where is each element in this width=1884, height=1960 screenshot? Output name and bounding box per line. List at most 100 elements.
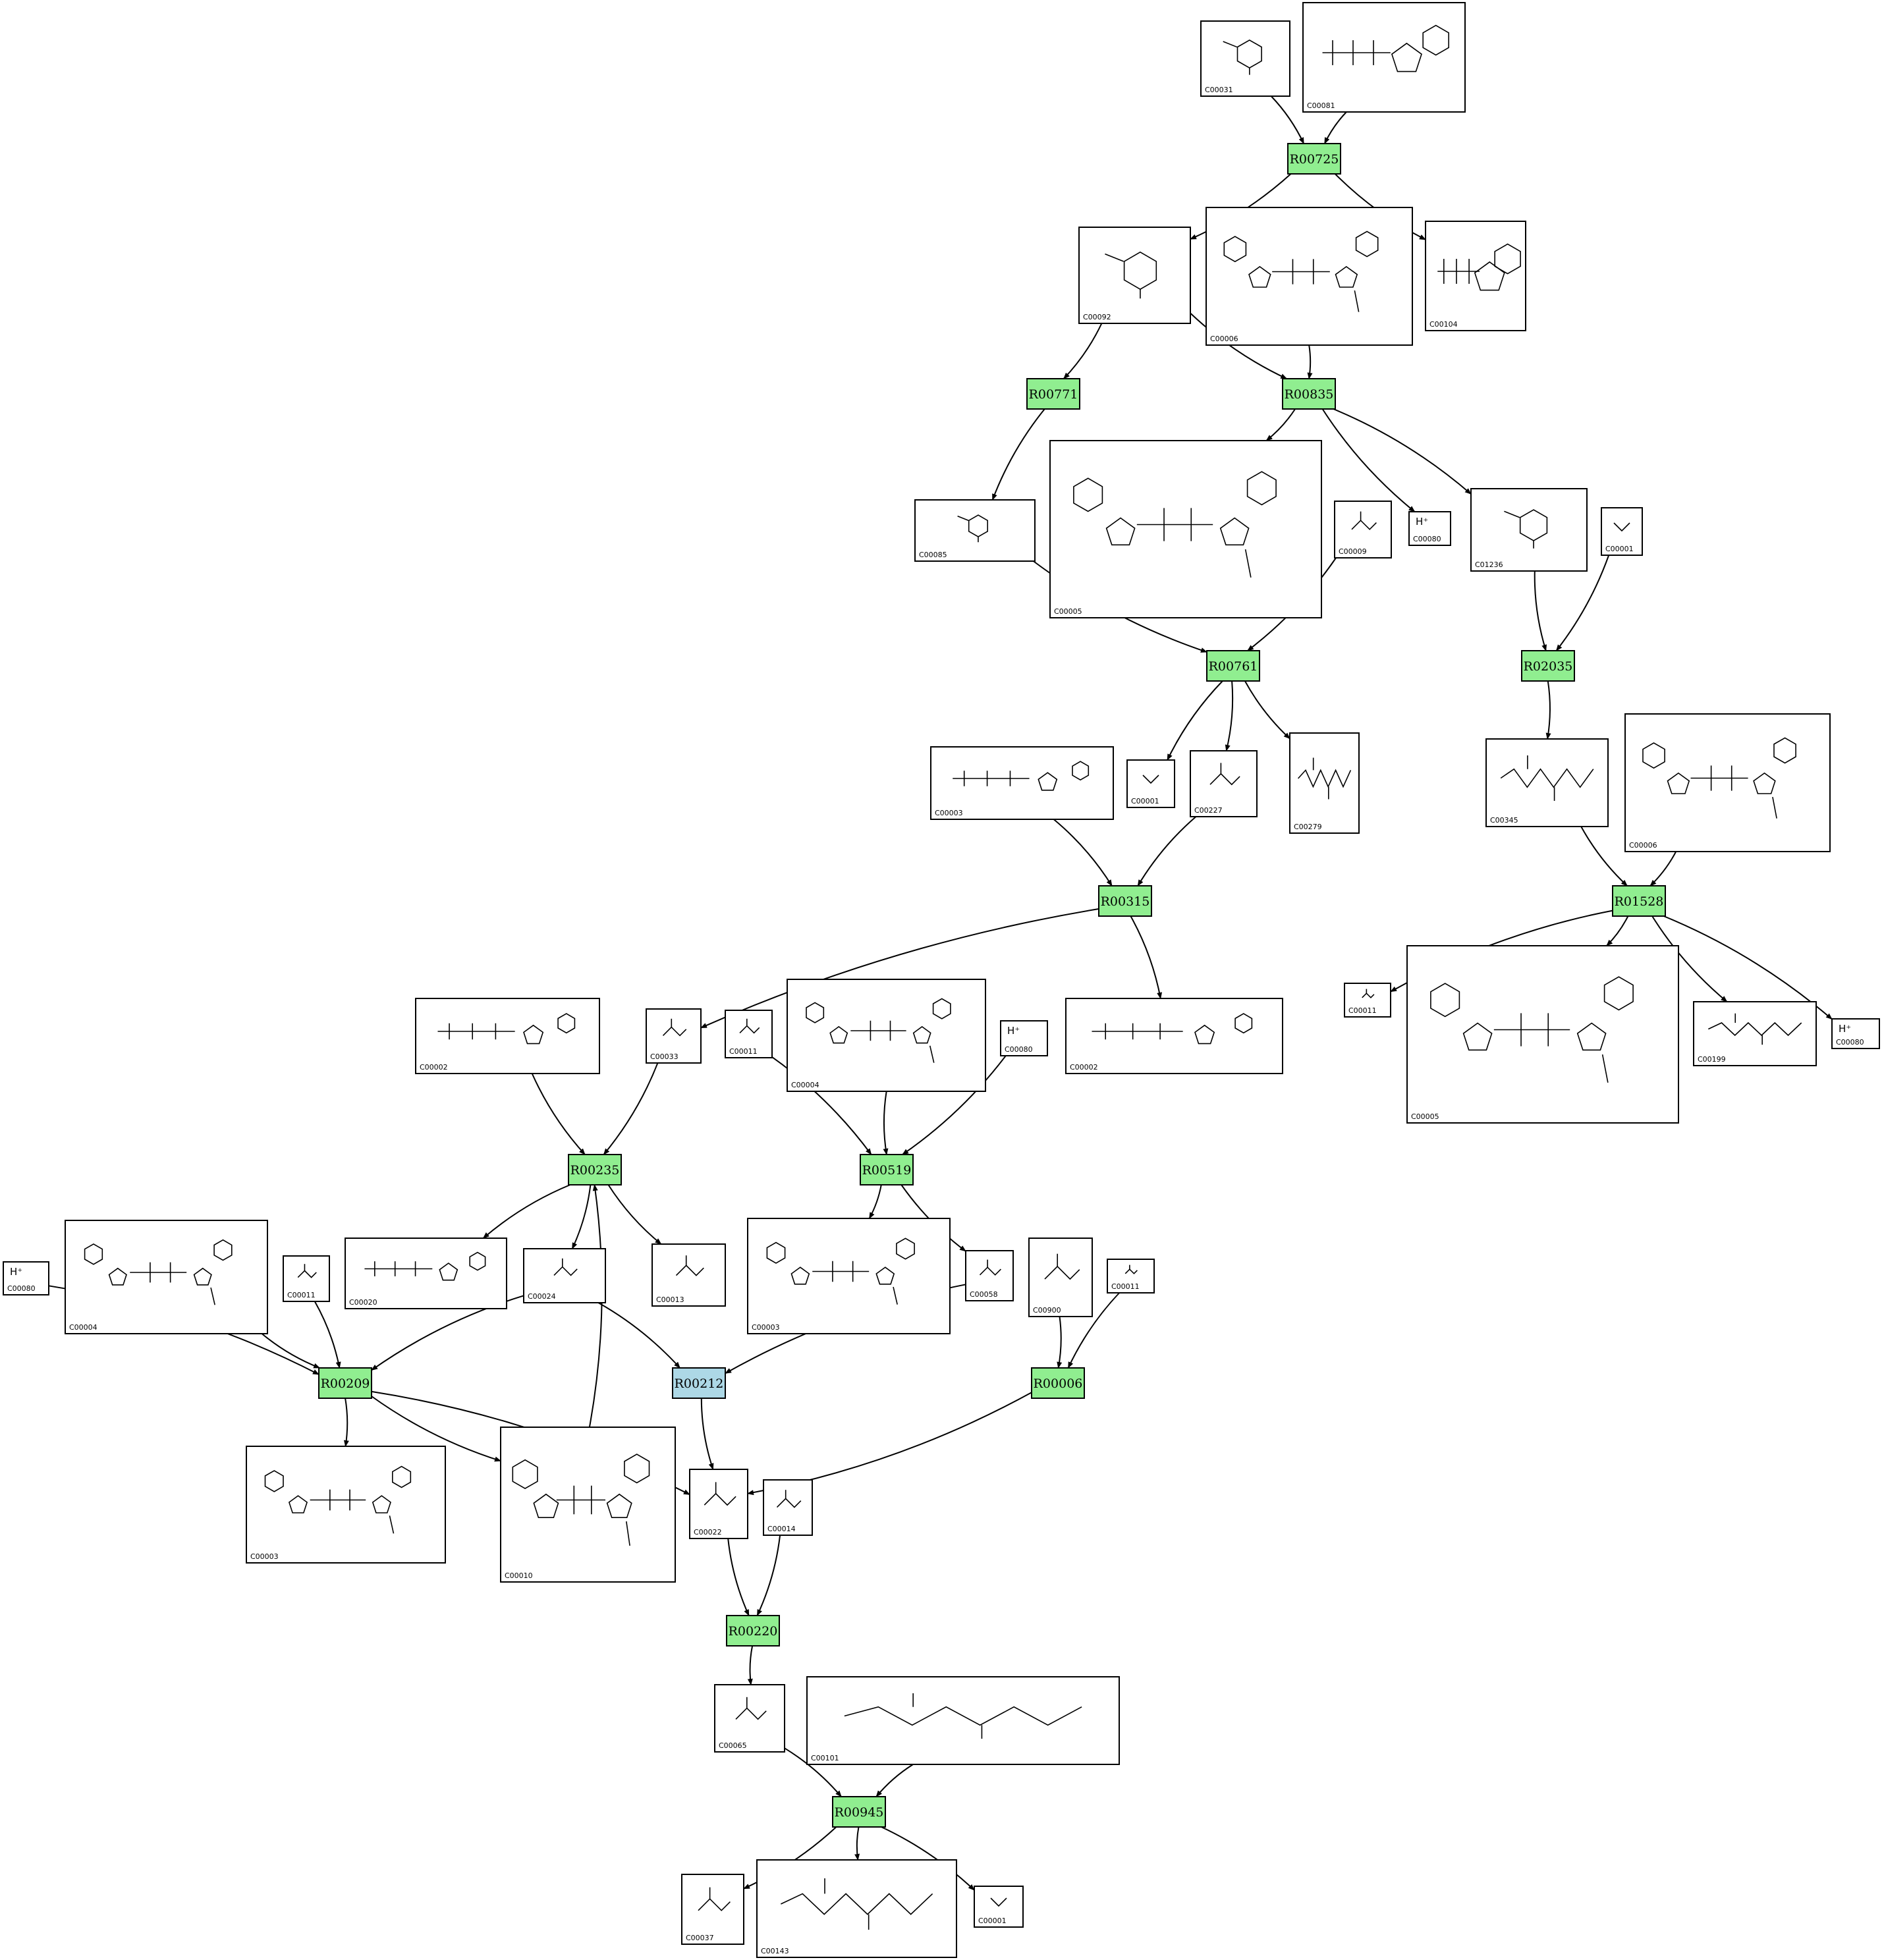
compound-c01236-n10[interactable]: C01236 (1470, 488, 1588, 572)
reaction-r00235[interactable]: R00235 (568, 1154, 622, 1185)
compound-c00011-n30[interactable]: C00011 (283, 1255, 330, 1302)
reaction-r00771[interactable]: R00771 (1026, 378, 1080, 410)
compound-c00022-n40[interactable]: C00022 (689, 1469, 748, 1539)
compound-c00080-n22[interactable]: H⁺C00080 (1000, 1020, 1048, 1056)
compound-c00081-n2[interactable]: C00081 (1302, 2, 1466, 113)
compound-c00001-n11[interactable]: C00001 (1601, 507, 1643, 556)
reaction-label: R01528 (1615, 894, 1664, 909)
structure-nucleotide (1322, 24, 1449, 72)
compound-c00011-n24[interactable]: C00011 (1344, 983, 1391, 1018)
compound-c00080-n27[interactable]: H⁺C00080 (1831, 1018, 1880, 1049)
compound-c00002-n18[interactable]: C00002 (415, 998, 600, 1074)
compound-c00085-n6[interactable]: C00085 (914, 499, 1036, 562)
compound-c00345-n16[interactable]: C00345 (1485, 738, 1609, 827)
reaction-r00519[interactable]: R00519 (860, 1154, 914, 1185)
structure-nucleotide (364, 1251, 486, 1281)
structure-chain (844, 1693, 1082, 1739)
compound-c00013-n33[interactable]: C00013 (651, 1243, 726, 1307)
compound-c00104-n5[interactable]: C00104 (1425, 221, 1526, 331)
structure-ring (1504, 509, 1548, 549)
compound-c00279-n15[interactable]: C00279 (1289, 732, 1360, 834)
edge-R01528-to-n26 (1651, 915, 1728, 1002)
compound-c00024-n32[interactable]: C00024 (523, 1248, 606, 1303)
reaction-label: R00006 (1034, 1376, 1083, 1391)
structure-chain (1500, 755, 1594, 801)
compound-c00002-n23[interactable]: C00002 (1065, 998, 1283, 1074)
compound-id-label: C00080 (1005, 1045, 1033, 1054)
compound-c00031-n1[interactable]: C00031 (1200, 20, 1290, 97)
structure-small (675, 1255, 704, 1276)
edge-R00212-to-n40 (700, 1398, 714, 1470)
edge-R00235-to-n31 (482, 1184, 570, 1239)
compound-c00900-n36[interactable]: C00900 (1028, 1238, 1093, 1317)
structure-small (297, 1264, 317, 1278)
reaction-r00835[interactable]: R00835 (1282, 378, 1336, 410)
compound-c00004-n29[interactable]: C00004 (65, 1220, 268, 1334)
compound-c00005-n25[interactable]: C00005 (1406, 945, 1679, 1124)
compound-c00143-n45[interactable]: C00143 (756, 1859, 957, 1958)
compound-c00058-n35[interactable]: C00058 (965, 1250, 1014, 1301)
edge-n40-to-r00220 (727, 1538, 750, 1616)
compound-c00011-n20[interactable]: C00011 (725, 1010, 773, 1058)
edge-R00945-to-n45 (854, 1826, 860, 1861)
edge-R00209-to-n38 (343, 1398, 349, 1447)
edge-n19-to-r00235 (603, 1062, 659, 1155)
compound-c00199-n26[interactable]: C00199 (1693, 1001, 1817, 1066)
compound-id-label: C00031 (1205, 86, 1233, 94)
reaction-r00212[interactable]: R00212 (672, 1367, 726, 1399)
structure-water (990, 1897, 1007, 1907)
reaction-r02035[interactable]: R02035 (1521, 650, 1575, 682)
reaction-label: R00212 (675, 1376, 724, 1391)
compound-c00080-n9[interactable]: H⁺C00080 (1408, 511, 1451, 546)
compound-c00033-n19[interactable]: C00033 (646, 1008, 702, 1064)
compound-c00004-n21[interactable]: C00004 (787, 979, 986, 1092)
compound-c00011-n37[interactable]: C00011 (1107, 1259, 1155, 1293)
compound-id-label: C00001 (1131, 797, 1159, 805)
edge-n36-to-r00006 (1057, 1316, 1063, 1369)
reaction-r00220[interactable]: R00220 (726, 1615, 780, 1647)
reaction-r00315[interactable]: R00315 (1098, 885, 1152, 917)
compound-c00003-n12[interactable]: C00003 (930, 746, 1114, 820)
compound-c00101-n43[interactable]: C00101 (806, 1676, 1120, 1765)
compound-id-label: C00900 (1033, 1306, 1061, 1315)
compound-c00005-n7[interactable]: C00005 (1049, 440, 1322, 618)
compound-c00227-n14[interactable]: C00227 (1190, 750, 1258, 817)
compound-c00010-n39[interactable]: C00010 (500, 1427, 676, 1583)
compound-id-label: C00104 (1429, 320, 1458, 329)
compound-c00006-n17[interactable]: C00006 (1624, 713, 1831, 852)
compound-c00020-n31[interactable]: C00020 (345, 1238, 507, 1309)
compound-c00001-n46[interactable]: C00001 (974, 1886, 1024, 1928)
edge-R00006-to-n40 (747, 1392, 1032, 1496)
edge-R00835-to-n7 (1265, 408, 1296, 441)
structure-dinucleotide (1430, 976, 1634, 1083)
reaction-r00209[interactable]: R00209 (318, 1367, 372, 1399)
compound-c00003-n34[interactable]: C00003 (747, 1218, 951, 1334)
compound-c00065-n42[interactable]: C00065 (714, 1684, 785, 1753)
compound-id-label: C00005 (1411, 1112, 1439, 1121)
compound-id-label: C00014 (767, 1525, 796, 1533)
compound-c00001-n13[interactable]: C00001 (1126, 759, 1175, 808)
compound-c00080-n28[interactable]: H⁺C00080 (3, 1261, 49, 1295)
compound-c00092-n3[interactable]: C00092 (1078, 227, 1191, 324)
reaction-r00725[interactable]: R00725 (1287, 143, 1341, 175)
edge-n17-to-r01528 (1649, 851, 1677, 886)
svg-text:H⁺: H⁺ (1839, 1023, 1851, 1035)
reaction-label: R00519 (862, 1163, 912, 1178)
structure-small (1362, 989, 1375, 998)
edge-n20-to-r00519 (771, 1056, 872, 1155)
compound-c00009-n8[interactable]: C00009 (1334, 501, 1392, 558)
edge-n10-to-r02035 (1534, 570, 1547, 651)
compound-c00014-n41[interactable]: C00014 (763, 1479, 813, 1536)
reaction-r00945[interactable]: R00945 (832, 1796, 886, 1828)
structure-ring (1223, 39, 1262, 75)
compound-c00037-n44[interactable]: C00037 (681, 1874, 744, 1945)
reaction-label: R00209 (321, 1376, 370, 1391)
edge-R01528-to-n25 (1606, 915, 1629, 946)
edge-n4-to-r00835 (1307, 344, 1313, 379)
reaction-r00761[interactable]: R00761 (1206, 650, 1260, 682)
reaction-r01528[interactable]: R01528 (1612, 885, 1666, 917)
compound-c00006-n4[interactable]: C00006 (1205, 207, 1413, 346)
reaction-r00006[interactable]: R00006 (1031, 1367, 1085, 1399)
compound-c00003-n38[interactable]: C00003 (246, 1446, 446, 1564)
edge-n39-to-r00235 (588, 1184, 603, 1428)
